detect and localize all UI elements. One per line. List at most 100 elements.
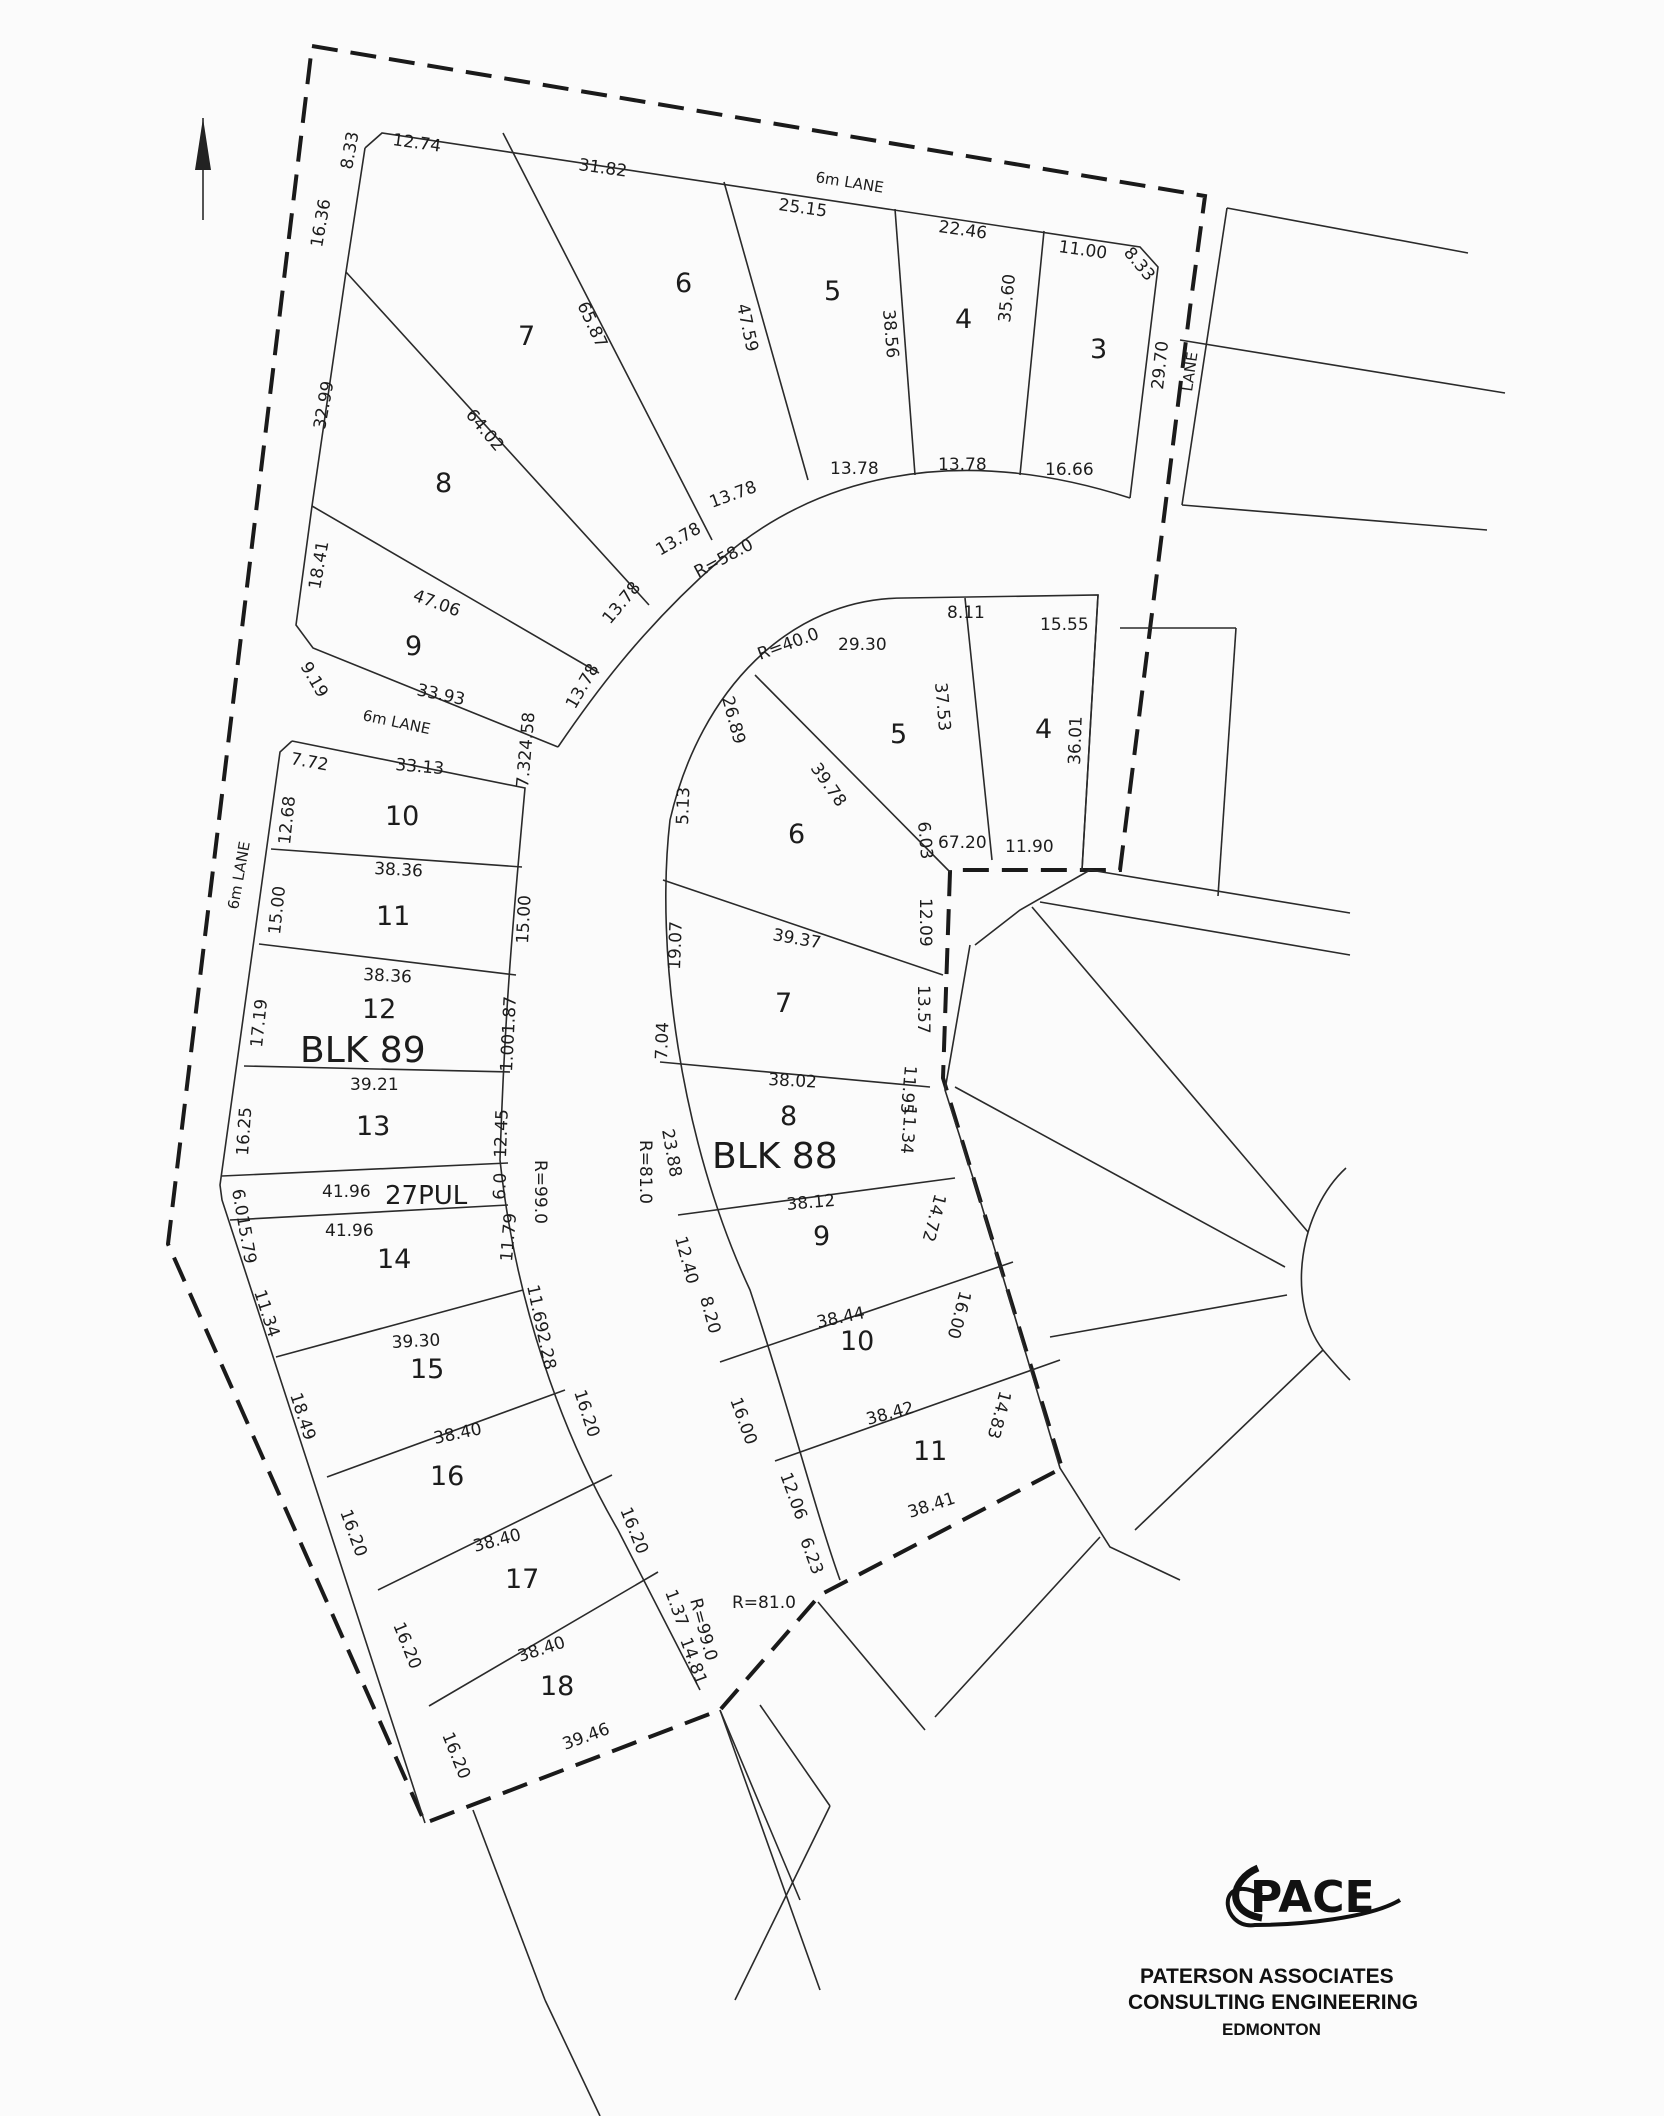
lot-number: 15 xyxy=(410,1354,444,1385)
dimension: 16.20 xyxy=(335,1507,370,1560)
lot-number: 5 xyxy=(890,719,907,750)
lot-number: 3 xyxy=(1090,334,1107,365)
dimension: 6.03 xyxy=(913,821,936,860)
logo-wordmark: PACE xyxy=(1250,1872,1375,1923)
lot-number: 17 xyxy=(505,1564,539,1595)
dimension: 12.74 xyxy=(391,130,442,157)
lot-number: 8 xyxy=(435,468,452,499)
lane-label-east: LANE xyxy=(1178,351,1201,393)
lane-label-north: 6m LANE xyxy=(814,168,885,197)
dimension: 39.37 xyxy=(771,925,822,953)
lot-number: 12 xyxy=(362,994,396,1025)
dimension: 13.78 xyxy=(562,660,604,712)
lot-number: 11 xyxy=(376,901,410,932)
dimension: 39.21 xyxy=(350,1075,399,1095)
dimension: 13.78 xyxy=(653,519,705,561)
lot-number: 16 xyxy=(430,1461,464,1492)
radius-label: R=58.0 xyxy=(691,535,757,583)
adjacent-parcel-lines xyxy=(472,207,1506,2116)
dimension: 32.99 xyxy=(310,379,338,430)
dimension: 7.324.58 xyxy=(513,711,540,788)
dimension: 39.30 xyxy=(391,1330,441,1353)
dimension: 6.015.79 xyxy=(227,1187,260,1265)
dimension: 16.20 xyxy=(569,1387,603,1439)
lot-number: 18 xyxy=(540,1671,574,1702)
dimension: 16.20 xyxy=(388,1619,425,1672)
dimension: 8.20 xyxy=(695,1294,724,1336)
lot-number: 9 xyxy=(813,1221,830,1252)
block-label-89: BLK 89 xyxy=(300,1030,426,1071)
dimension: 38.12 xyxy=(786,1191,836,1215)
lane-label-west: 6m LANE xyxy=(224,840,254,911)
dimension: 38.40 xyxy=(432,1419,484,1449)
dimension: 22.46 xyxy=(937,217,988,244)
dimension: 23.88 xyxy=(657,1127,685,1178)
dimension: 12.09 xyxy=(915,898,935,947)
dimension: 11.34 xyxy=(249,1287,283,1339)
dimension: 12.45 xyxy=(491,1109,513,1158)
dimension: 16.36 xyxy=(307,197,335,248)
lot-number: 14 xyxy=(377,1244,411,1275)
firm-city: EDMONTON xyxy=(1222,2020,1321,2039)
dimension: 38.02 xyxy=(768,1070,818,1093)
dimension: 12.06 xyxy=(775,1470,810,1523)
dimension: 29.30 xyxy=(838,635,887,655)
dimension: 11.34 xyxy=(896,1105,920,1155)
dimension: 12.40 xyxy=(670,1234,702,1286)
dimension: 65.87 xyxy=(572,299,611,352)
lot-number: 7 xyxy=(518,321,535,352)
dimension: 26.89 xyxy=(717,694,749,746)
firm-name-line2: CONSULTING ENGINEERING xyxy=(1128,1991,1418,2014)
dimension: 11.90 xyxy=(1005,837,1054,857)
dimension: 13.78 xyxy=(599,578,646,628)
company-logo: PACE PATERSON ASSOCIATES CONSULTING ENGI… xyxy=(1128,1864,1418,2039)
lot-number: 7 xyxy=(775,988,792,1019)
radius-label: R=81.0 xyxy=(732,1593,796,1613)
dimension: 67.20 xyxy=(938,833,987,853)
dimension: 41.96 xyxy=(325,1221,374,1241)
lot-number: 6 xyxy=(675,268,692,299)
dimension: 29.70 xyxy=(1148,340,1173,390)
lot-number: 11 xyxy=(913,1436,947,1467)
dimension: 16.25 xyxy=(233,1106,256,1156)
dimension: 38.41 xyxy=(905,1489,957,1523)
dimension: 47.59 xyxy=(732,302,762,354)
dimension: 41.96 xyxy=(322,1182,371,1202)
lot-number: 5 xyxy=(824,276,841,307)
dimension: 19.07 xyxy=(665,921,687,970)
dimension: 39.78 xyxy=(806,759,850,810)
dimension: 31.82 xyxy=(577,155,628,182)
lane-label-mid: 6m LANE xyxy=(361,706,432,738)
lot-number: 8 xyxy=(780,1101,797,1132)
dimension: 33.93 xyxy=(415,680,467,710)
blk88-lot-lines xyxy=(659,594,1099,1581)
radius-label: R=99.0 xyxy=(530,1160,550,1224)
dimension: 15.00 xyxy=(265,885,290,935)
dimension: 6.0 xyxy=(490,1172,511,1200)
dimension: 1.001.87 xyxy=(497,996,521,1073)
dimension: 16.20 xyxy=(437,1729,474,1782)
lot-number: 6 xyxy=(788,819,805,850)
dimension: 8.11 xyxy=(947,603,985,623)
site-boundary xyxy=(165,44,1208,1826)
dimension: 16.20 xyxy=(615,1504,652,1557)
dimension: 8.33 xyxy=(337,130,363,171)
dimension: 6.23 xyxy=(795,1535,827,1577)
dimension: 36.01 xyxy=(1065,716,1087,765)
block-label-88: BLK 88 xyxy=(712,1136,838,1177)
dimension: 11.95 xyxy=(896,1065,920,1115)
lot-number: 4 xyxy=(955,304,972,335)
firm-name-line1: PATERSON ASSOCIATES xyxy=(1140,1965,1394,1988)
dimension: 18.49 xyxy=(285,1390,319,1442)
dimension: 16.00 xyxy=(725,1395,760,1448)
radius-label: R=40.0 xyxy=(755,624,822,665)
dimension: 13.57 xyxy=(913,985,933,1034)
north-arrow-icon xyxy=(195,118,211,220)
dimension: 64.02 xyxy=(461,405,508,455)
dimension: 38.36 xyxy=(363,965,413,988)
dimension: 37.53 xyxy=(930,682,954,732)
dimension: 33.13 xyxy=(395,755,445,779)
dimension: 38.36 xyxy=(374,859,424,882)
dimension: 14.83 xyxy=(983,1389,1015,1441)
